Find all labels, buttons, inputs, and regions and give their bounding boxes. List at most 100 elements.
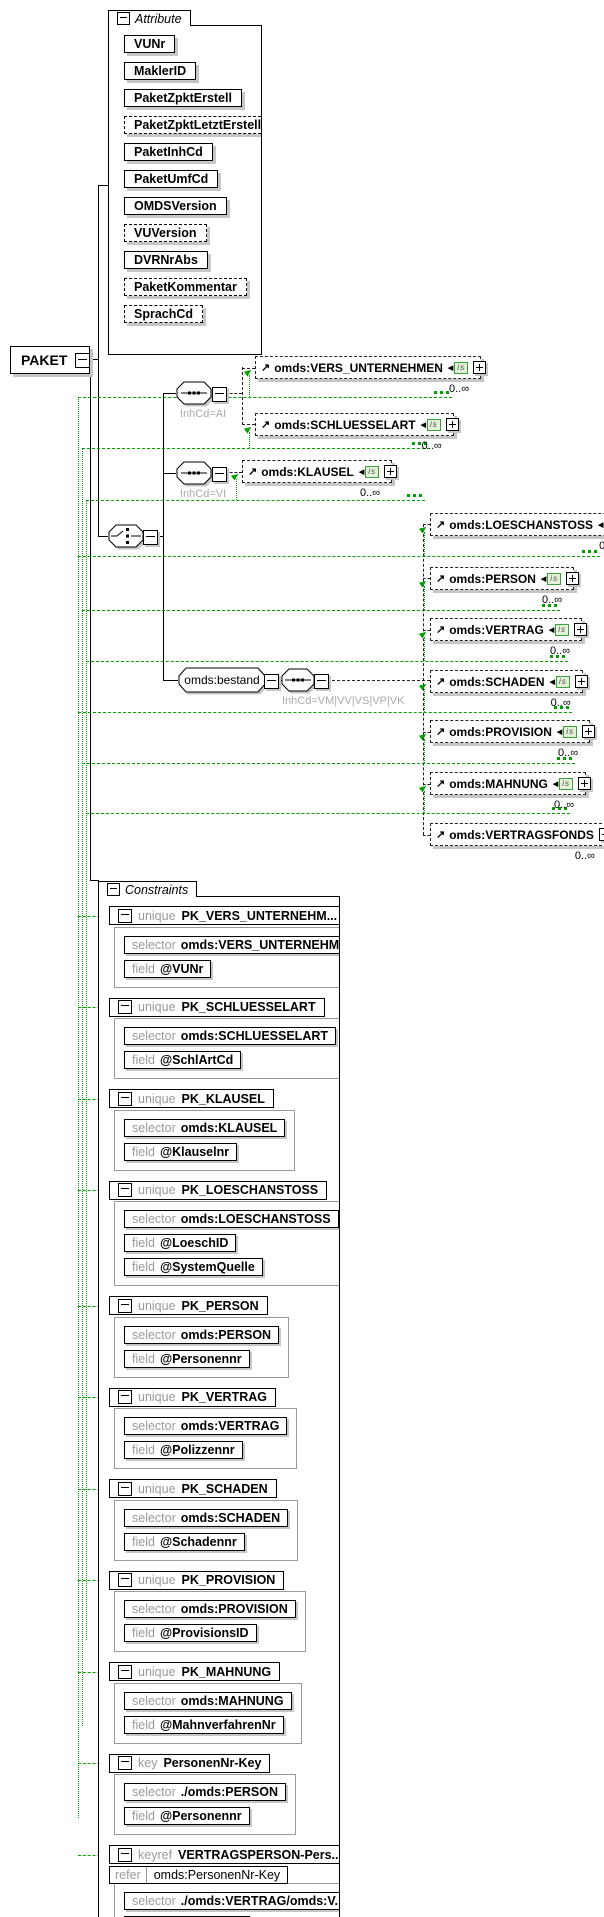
bestand-element[interactable]: omds:bestand [178, 667, 266, 693]
root-element-paket[interactable]: PAKET [10, 346, 91, 374]
attribute-item[interactable]: DVRNrAbs [124, 251, 208, 269]
attribute-item[interactable]: PaketInhCd [124, 143, 213, 161]
expand-icon[interactable] [574, 623, 588, 636]
attribute-item[interactable]: SprachCd [124, 305, 204, 323]
attribute-item[interactable]: VUNr [124, 35, 176, 53]
expand-icon[interactable] [384, 465, 398, 478]
constraint-field-row[interactable]: field@Schadennr [124, 1532, 245, 1551]
attribute-item[interactable]: MaklerID [124, 62, 197, 80]
element-ref[interactable]: ↗omds:VERTRAG◀is [430, 618, 588, 641]
element-ref[interactable]: ↗omds:SCHLUESSELART◀is [255, 413, 459, 436]
collapse-icon[interactable] [75, 352, 91, 368]
expand-icon[interactable] [578, 777, 592, 790]
expand-icon[interactable] [566, 572, 580, 585]
constraint-field-row[interactable]: field@LoeschID [124, 1234, 237, 1252]
constraint-kind-label: key [138, 1756, 158, 1770]
collapse-icon[interactable] [118, 1756, 132, 1770]
constraint-body: selector./omds:PERSON field@Personennr [114, 1774, 297, 1835]
collapse-icon[interactable] [117, 12, 130, 25]
attribute-item[interactable]: OMDSVersion [124, 197, 227, 215]
expand-icon[interactable] [598, 828, 604, 841]
constraint-field-row[interactable]: field@Personennr [124, 1807, 250, 1825]
collapse-icon[interactable] [212, 387, 227, 402]
expand-icon[interactable] [574, 675, 588, 688]
constraint-field-row[interactable]: field@SystemQuelle [124, 1258, 263, 1276]
expand-icon[interactable] [582, 725, 596, 738]
attribute-item[interactable]: VUVersion [124, 224, 207, 242]
element-ref[interactable]: ↗omds:KLAUSEL◀is [242, 460, 398, 483]
collapse-icon[interactable] [118, 1091, 132, 1106]
element-ref[interactable]: ↗omds:PERSON◀is [430, 567, 580, 590]
constraint-selector-row[interactable]: selector./omds:VERTRAG/omds:V... [124, 1891, 339, 1910]
field-label: field [132, 961, 155, 976]
attribute-item[interactable]: PaketZpktErstell [124, 89, 242, 107]
collapse-icon[interactable] [118, 1664, 132, 1679]
collapse-icon[interactable] [264, 674, 279, 689]
element-ref[interactable]: ↗omds:SCHADEN◀is [430, 670, 588, 693]
constraint-field-row[interactable]: field@SchlArtCd [124, 1051, 242, 1069]
collapse-icon[interactable] [143, 530, 158, 545]
attribute-item[interactable]: PaketZpktLetztErstell [124, 116, 261, 134]
attribute-item[interactable]: PaketKommentar [124, 278, 247, 296]
collapse-icon[interactable] [314, 674, 329, 689]
collapse-icon[interactable] [118, 1390, 132, 1404]
sequence-ai-icon[interactable] [176, 381, 212, 405]
constraint-field-row[interactable]: field@Polizzennr [124, 1441, 243, 1459]
constraint-selector-row[interactable]: selector./omds:PERSON [124, 1783, 287, 1801]
element-ref[interactable]: ↗omds:LOESCHANSTOSS◀is [430, 513, 604, 536]
selector-label: selector [132, 1602, 176, 1616]
collapse-icon[interactable] [118, 1847, 132, 1862]
collapse-icon[interactable] [118, 1573, 132, 1587]
constraints-section-tab[interactable]: Constraints [98, 881, 198, 897]
sequence-vi-icon[interactable] [176, 461, 212, 485]
constraint-field-row[interactable]: field@VUNr [124, 959, 212, 978]
element-ref[interactable]: ↗omds:VERTRAGSFONDS [430, 823, 604, 846]
element-ref[interactable]: ↗omds:PROVISION◀is [430, 720, 596, 743]
element-ref[interactable]: ↗omds:VERS_UNTERNEHMEN◀is [255, 356, 487, 379]
collapse-icon[interactable] [118, 1183, 132, 1197]
bestand-sequence-icon[interactable] [281, 668, 315, 692]
collapse-icon[interactable] [118, 1298, 132, 1313]
collapse-icon[interactable] [118, 1481, 132, 1496]
constraint-name: PK_PERSON [181, 1298, 259, 1313]
constraint-field-row[interactable]: field@MahnverfahrenNr [124, 1715, 284, 1734]
selector-label: selector [132, 1120, 176, 1135]
collapse-icon[interactable] [118, 908, 132, 923]
attribute-item[interactable]: PaketUmfCd [124, 170, 219, 188]
constraint-field-row[interactable]: field@Personennr [124, 1349, 250, 1368]
constraint-field-row[interactable]: field@Klauselnr [124, 1142, 238, 1161]
field-label: field [132, 1351, 155, 1366]
selector-label: selector [132, 1510, 176, 1525]
collapse-icon[interactable] [118, 1000, 132, 1014]
element-ref[interactable]: ↗omds:MAHNUNG◀is [430, 772, 592, 795]
expand-icon[interactable] [445, 418, 459, 431]
collapse-icon[interactable] [212, 467, 227, 482]
attribute-section-tab[interactable]: Attribute [108, 10, 191, 26]
constraint-field-row[interactable]: field@Personennr [124, 1915, 250, 1917]
expand-icon[interactable] [473, 361, 487, 374]
constraint-field-row[interactable]: field@ProvisionsID [124, 1624, 257, 1642]
collapse-icon[interactable] [107, 883, 120, 896]
choice-icon[interactable] [108, 524, 144, 548]
